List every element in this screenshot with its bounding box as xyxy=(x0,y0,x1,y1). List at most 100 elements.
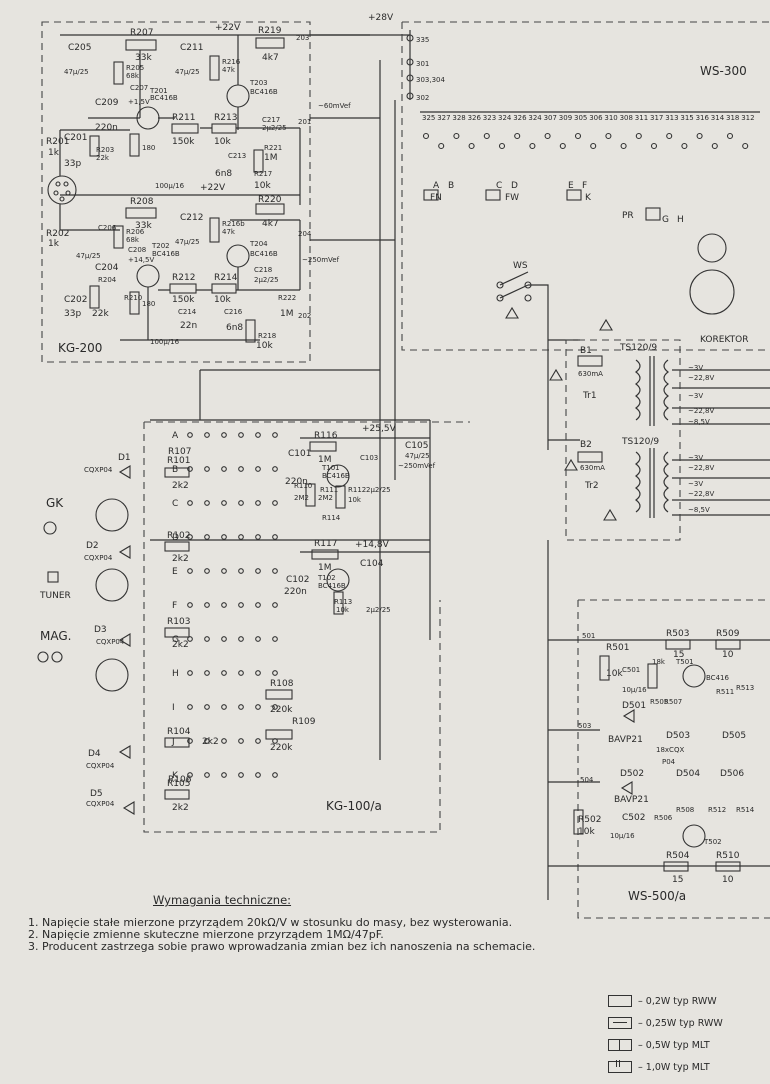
switch-row-label: H xyxy=(172,669,179,679)
r208-value: 33k xyxy=(135,221,152,231)
c205-label: C205 xyxy=(68,43,91,53)
ws300-contact xyxy=(681,142,688,150)
input-gk: GK xyxy=(46,496,64,510)
ws300-contact xyxy=(696,132,703,140)
r503-value: 15 xyxy=(673,650,684,660)
ws-switch-label: WS xyxy=(513,261,528,271)
c206-value: 47µ/25 xyxy=(76,252,101,260)
r219-value: 4k7 xyxy=(262,53,279,63)
r201-label: R201 xyxy=(46,137,69,147)
r116-value: 1M xyxy=(318,455,332,465)
c102-label: C102 xyxy=(286,575,309,585)
pin-202: 202 xyxy=(298,312,311,320)
ws300-label: WS-300 xyxy=(700,64,747,78)
c213-value: 6n8 xyxy=(215,169,232,179)
switch-contact xyxy=(238,704,244,710)
switch-contact xyxy=(204,568,210,574)
ws300-pin-label: 314 xyxy=(711,114,725,122)
note-item: Napięcie stałe mierzone przyrządem 20kΩ/… xyxy=(42,917,548,929)
r106-label: R106 xyxy=(168,775,192,785)
ws300-contact xyxy=(635,132,642,140)
pin-301: 301 xyxy=(416,60,429,68)
ws300-contact xyxy=(605,132,612,140)
c501-value: 10µ/16 xyxy=(622,686,647,694)
switch-contact xyxy=(221,636,227,642)
notes-title: Wymagania techniczne: xyxy=(153,893,292,907)
switch-contact xyxy=(221,772,227,778)
r206-value: 68k xyxy=(126,236,140,244)
ws300-pin-label: 312 xyxy=(741,114,754,122)
d504-label: D504 xyxy=(676,769,700,779)
switch-contact xyxy=(187,500,193,506)
r204-label: R204 xyxy=(98,276,117,284)
ws300-contact xyxy=(483,132,490,140)
r207-value: 33k xyxy=(135,53,152,63)
switch-row-label: J xyxy=(171,737,175,747)
ws300-contact xyxy=(544,132,551,140)
r102-value: 2k2 xyxy=(172,554,189,564)
switch-contact xyxy=(187,432,193,438)
r216b-value: 47k xyxy=(222,228,236,236)
r509-value: 10 xyxy=(722,650,734,660)
switch-c: C xyxy=(496,181,502,191)
d5-type: CQXP04 xyxy=(86,800,115,808)
t204-value: BC416B xyxy=(250,250,278,258)
ws300-pin-label: 311 xyxy=(635,114,648,122)
switch-row-label: B xyxy=(172,465,178,475)
c206-label: C206 xyxy=(98,224,117,232)
r210-value: 180 xyxy=(142,300,155,308)
switch-d: D xyxy=(511,181,518,191)
d1-label: D1 xyxy=(118,453,131,463)
t101-value: BC416B xyxy=(322,472,350,480)
r113-value: 10k xyxy=(336,606,350,614)
label-fn: FN xyxy=(430,193,442,203)
tr2-label: Tr2 xyxy=(584,481,599,491)
resistor-02w-icon xyxy=(608,995,632,1007)
d3-type: CQXP04 xyxy=(96,638,125,646)
r205-label: R205 xyxy=(126,64,144,72)
r107-label: R107 xyxy=(168,447,191,457)
switch-row-label: A xyxy=(172,431,179,441)
switch-e: E xyxy=(568,181,574,191)
r104-label: R104 xyxy=(167,727,191,737)
switch-h: H xyxy=(677,215,684,225)
c201-value: 33p xyxy=(64,159,81,169)
resistor-1w-icon xyxy=(608,1059,632,1073)
t502-label: T502 xyxy=(703,838,722,846)
legend-text: – 1,0W typ MLT xyxy=(638,1061,710,1073)
switch-contact xyxy=(204,636,210,642)
notes-list: Napięcie stałe mierzone przyrządem 20kΩ/… xyxy=(28,917,548,953)
resistor-05w-icon xyxy=(608,1039,632,1051)
ws300-pin-label: 309 xyxy=(559,114,572,122)
input-mag: MAG. xyxy=(40,629,71,643)
switch-row-label: I xyxy=(172,703,175,713)
t102-label: T102 xyxy=(317,574,336,582)
switch-contact xyxy=(238,534,244,540)
r111-label: R111 xyxy=(320,486,338,494)
r111-value: 2M2 xyxy=(318,494,333,502)
switch-row-label: C xyxy=(172,499,178,509)
note-item: Napięcie zmienne skuteczne mierzone przy… xyxy=(42,929,548,941)
c201-label: C201 xyxy=(64,133,87,143)
ws300-contact xyxy=(742,142,749,150)
r103-value: 2k2 xyxy=(172,640,189,650)
c218-value: 2µ2/25 xyxy=(254,276,279,284)
r109-value: 220k xyxy=(270,743,293,753)
c202-value: 33p xyxy=(64,309,81,319)
switch-contact xyxy=(272,738,278,744)
r502-value: 10k xyxy=(578,827,595,837)
r202-label: R202 xyxy=(46,229,69,239)
ws300-pin-label: 307 xyxy=(544,114,557,122)
rail-28v: +28V xyxy=(368,13,394,23)
resistor-legend: – 0,2W typ RWW – 0,25W typ RWW – 0,5W ty… xyxy=(608,990,770,1078)
t102-value: BC416B xyxy=(318,582,346,590)
switch-contact xyxy=(272,602,278,608)
ws500-label: WS-500/a xyxy=(628,889,686,903)
label-k: K xyxy=(585,193,592,203)
switch-contact xyxy=(221,534,227,540)
switch-contact xyxy=(187,534,193,540)
switch-contact xyxy=(187,704,193,710)
d502-type: BAVP21 xyxy=(614,795,649,805)
node-504: 504 xyxy=(580,776,594,784)
